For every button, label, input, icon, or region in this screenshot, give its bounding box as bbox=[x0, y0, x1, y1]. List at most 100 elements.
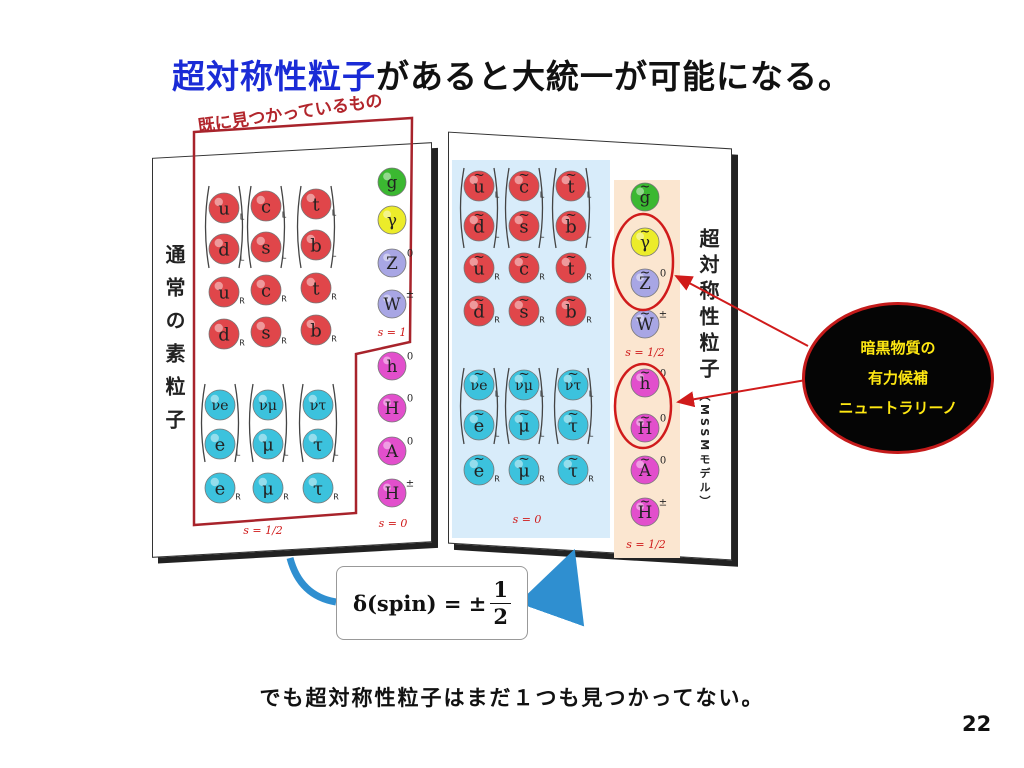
squark-s-3-ball bbox=[508, 295, 540, 327]
gauge-W-label: W bbox=[383, 294, 401, 314]
slepton-μ-1: μ~L bbox=[508, 406, 545, 441]
gaugino-Z-superscript: 0 bbox=[660, 269, 666, 280]
slepton-e-1: e~L bbox=[463, 406, 500, 441]
title-rest: があると大統一が可能になる。 bbox=[376, 57, 852, 96]
slepton-bracket-left-0 bbox=[459, 367, 465, 445]
slepton-bracket-left-1 bbox=[504, 367, 510, 445]
gauge-W-shine bbox=[383, 294, 392, 303]
quark-b-1-label: b bbox=[310, 235, 322, 256]
lepton-e-2-subscript: R bbox=[235, 492, 241, 501]
gaugino-Z-ball bbox=[630, 268, 660, 298]
squark-c-2-subscript: R bbox=[539, 272, 545, 281]
higgs-A-2-label: A bbox=[385, 441, 399, 461]
lepton-νe-0-shine bbox=[210, 394, 219, 404]
lepton-τ-2-subscript: R bbox=[333, 492, 339, 501]
slepton-e-1-label: e bbox=[474, 415, 485, 436]
slepton-ντ-0-tilde: ~ bbox=[567, 366, 578, 382]
quark-d-1-label: d bbox=[218, 239, 230, 260]
formula-lhs: δ(spin) = ± bbox=[352, 590, 487, 616]
quark-bracket-left-1 bbox=[246, 185, 252, 269]
squark-b-1: b~L bbox=[555, 207, 592, 242]
slepton-νe-0-shine bbox=[469, 374, 478, 384]
slepton-μ-2-subscript: R bbox=[539, 474, 545, 483]
higgsino-H-3-tilde: ~ bbox=[640, 494, 651, 509]
lepton-bracket-right-0 bbox=[234, 383, 240, 463]
gauge-g-shine bbox=[383, 172, 392, 181]
squark-t-0-tilde: ~ bbox=[565, 167, 576, 183]
quark-s-3-shine bbox=[256, 321, 265, 331]
slepton-μ-1-tilde: ~ bbox=[518, 406, 529, 422]
squark-c-0-ball bbox=[508, 170, 540, 202]
lepton-bracket-left-2 bbox=[298, 383, 304, 463]
squark-b-3-tilde: ~ bbox=[565, 292, 576, 308]
supersymmetric-particles-vertical-label: 超対称性粒子 bbox=[696, 228, 720, 384]
higgsino-h-0-label: h bbox=[640, 373, 651, 393]
higgsino-A-2-tilde: ~ bbox=[640, 452, 651, 467]
gaugino-Z: Z~0 bbox=[630, 265, 666, 298]
gaugino-γ-label: γ bbox=[640, 232, 650, 252]
higgs-H-1-label: H bbox=[385, 398, 400, 418]
squark-t-0-label: t bbox=[567, 176, 575, 197]
spin-gaugino-label: s = 1/2 bbox=[625, 346, 665, 359]
quark-t-2-label: t bbox=[312, 278, 320, 299]
quark-u-0-shine bbox=[214, 197, 223, 207]
squark-bracket-right-0 bbox=[493, 167, 499, 249]
quark-c-0-shine bbox=[256, 195, 265, 205]
slepton-τ-1-label: τ bbox=[568, 415, 578, 436]
higgs-h-0-label: h bbox=[387, 356, 398, 376]
higgsino-h-0-superscript: 0 bbox=[660, 369, 666, 380]
gauge-g: g bbox=[377, 167, 407, 197]
lepton-μ-1-subscript: L bbox=[284, 448, 289, 457]
lepton-νe-0: νe bbox=[204, 389, 236, 421]
lepton-νμ-0-label: νμ bbox=[259, 398, 277, 414]
lepton-ντ-0: ντ bbox=[302, 389, 334, 421]
squark-d-3-subscript: R bbox=[494, 315, 500, 324]
formula-numerator: 1 bbox=[490, 577, 512, 604]
neutralino-gaugino-ring bbox=[611, 212, 675, 312]
higgsino-A-2-shine bbox=[636, 460, 645, 469]
higgsino-h-0-ball bbox=[630, 368, 660, 398]
squark-d-3: d~R bbox=[463, 292, 500, 327]
higgsino-h-0-shine bbox=[636, 373, 645, 382]
squark-t-0-ball bbox=[555, 170, 587, 202]
higgs-A-2-superscript: 0 bbox=[407, 437, 413, 448]
quark-d-3-ball bbox=[208, 318, 240, 350]
quark-t-0-label: t bbox=[312, 194, 320, 215]
squark-b-1-tilde: ~ bbox=[565, 207, 576, 223]
higgsino-H-3: H~± bbox=[630, 494, 667, 527]
gaugino-g-tilde: ~ bbox=[640, 179, 651, 194]
gauge-Z-shine bbox=[383, 253, 392, 262]
squark-s-1-ball bbox=[508, 210, 540, 242]
squark-bracket-right-1 bbox=[538, 167, 544, 249]
slepton-τ-2-ball bbox=[557, 454, 589, 486]
left-curve-arrow bbox=[286, 557, 337, 606]
neutralino-callout: 暗黒物質の 有力候補 ニュートラリーノ bbox=[802, 302, 994, 454]
higgs-A-2-shine bbox=[383, 441, 392, 450]
callout-arrow-higgsino bbox=[676, 379, 807, 408]
higgs-H-3-superscript: ± bbox=[406, 479, 414, 490]
callout-arrow-gaugino bbox=[674, 275, 809, 347]
higgsino-h-0-tilde: ~ bbox=[640, 365, 651, 380]
higgsino-H-1-label: H bbox=[638, 418, 653, 438]
higgs-h-0-shine bbox=[383, 356, 392, 365]
squark-bracket-left-2 bbox=[551, 167, 557, 249]
higgsino-h-0: h~0 bbox=[630, 365, 666, 398]
slepton-νμ-0-ball bbox=[508, 369, 540, 401]
formula-denominator: 2 bbox=[493, 603, 509, 629]
quark-c-0-ball bbox=[250, 190, 282, 222]
lepton-νμ-0: νμ bbox=[252, 389, 284, 421]
page-number: 22 bbox=[962, 712, 992, 736]
lepton-μ-2-subscript: R bbox=[283, 492, 289, 501]
quark-t-0-ball bbox=[300, 188, 332, 220]
gaugino-g-label: g bbox=[640, 187, 651, 207]
lepton-e-2-ball bbox=[204, 472, 236, 504]
slepton-μ-1-shine bbox=[514, 414, 523, 424]
slepton-e-2-subscript: R bbox=[494, 474, 500, 483]
spin-higgsino-label: s = 1/2 bbox=[626, 538, 666, 551]
